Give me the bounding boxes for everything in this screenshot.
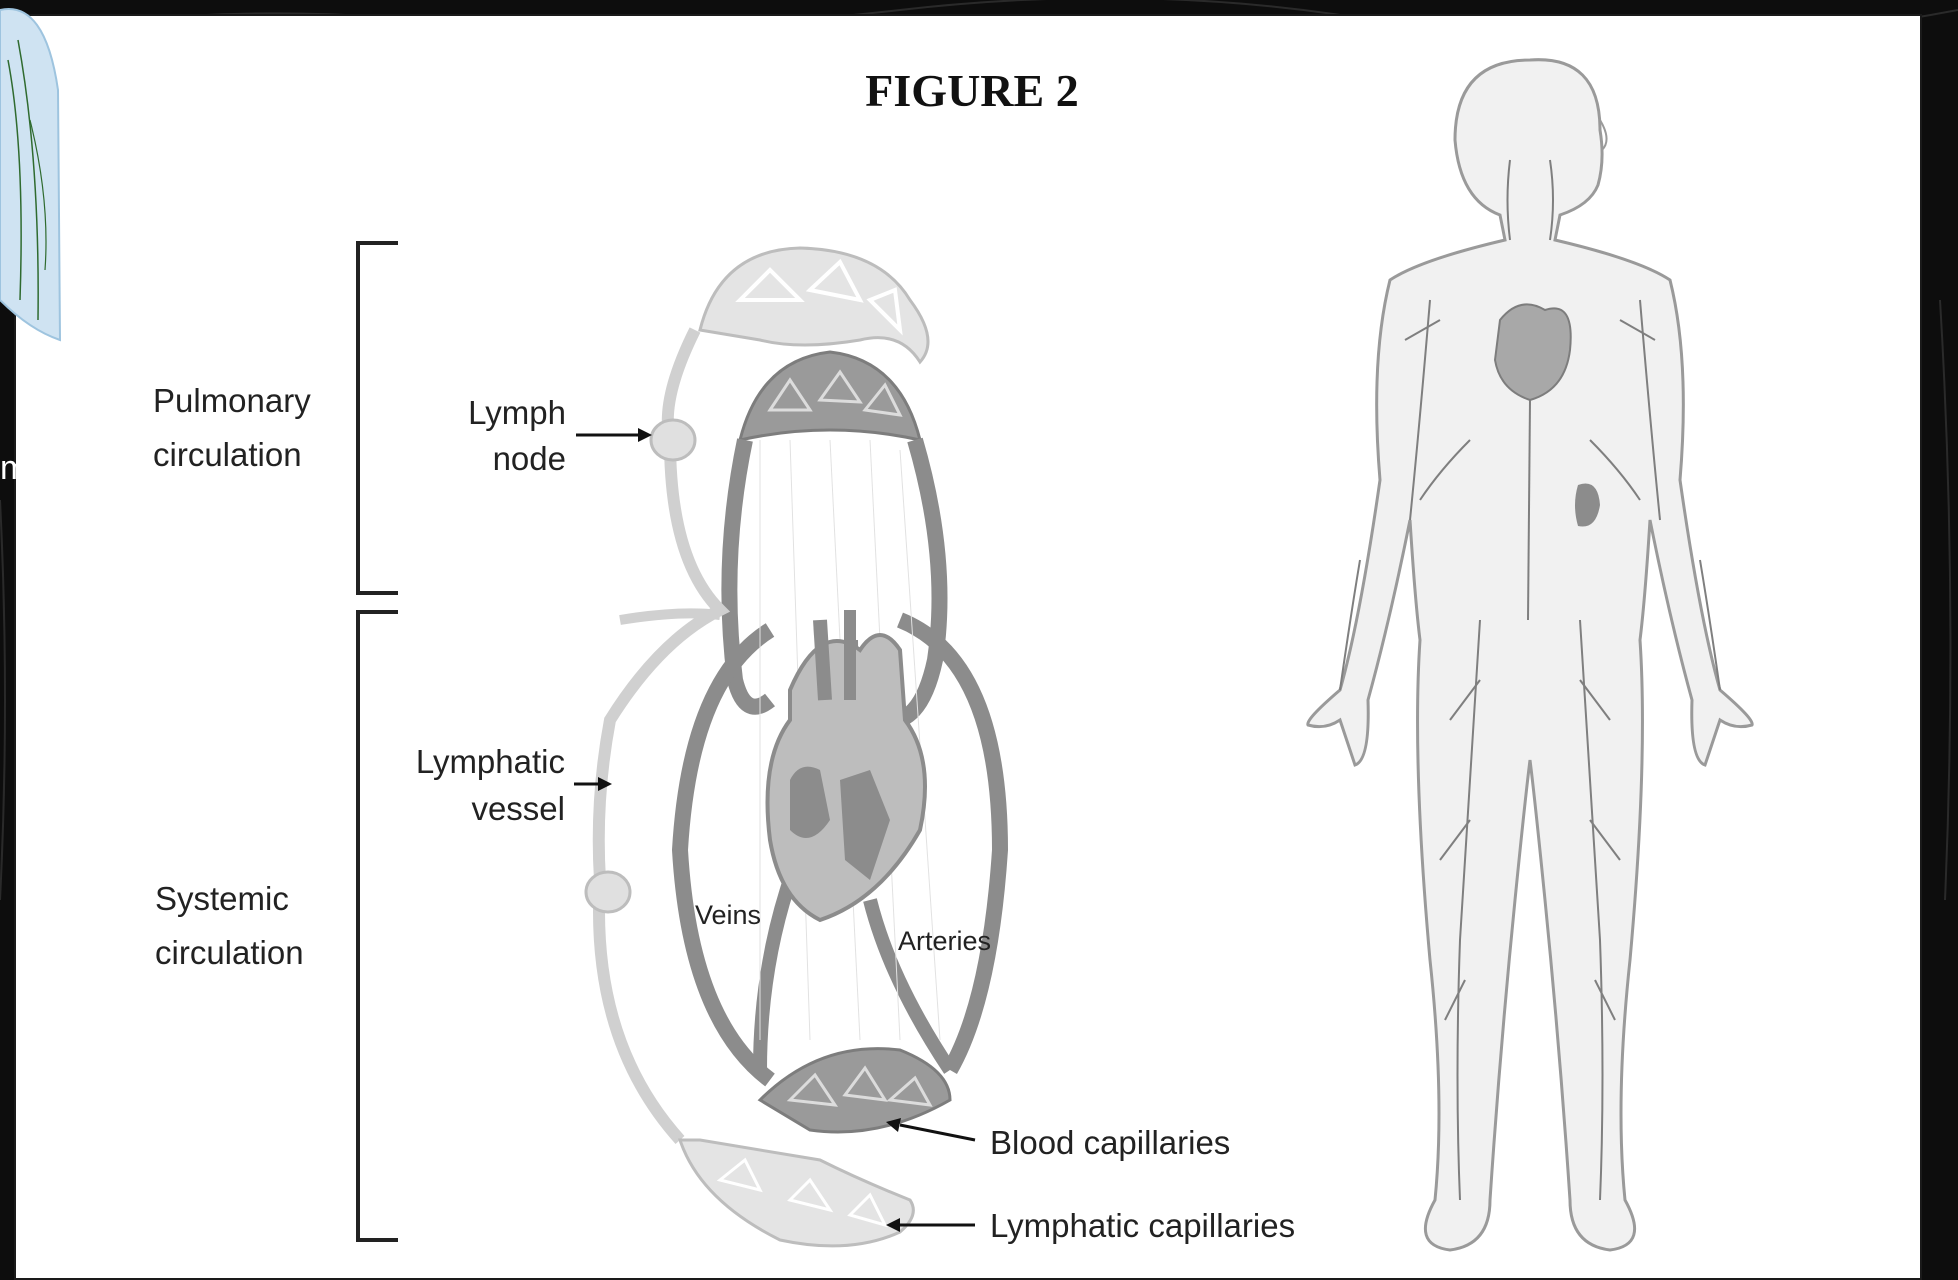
lymphatic-vessel-label-line2: vessel xyxy=(471,790,565,827)
pulmonary-label-line1: Pulmonary xyxy=(153,382,311,419)
circulation-loop-icon xyxy=(586,248,1000,1246)
pulmonary-label-line2: circulation xyxy=(153,436,302,473)
arm-fragment-icon xyxy=(0,9,60,340)
blood-capillaries-arrow xyxy=(886,1118,975,1140)
systemic-label-line1: Systemic xyxy=(155,880,289,917)
pulmonary-bracket xyxy=(358,243,398,593)
clipped-background-text: m xyxy=(0,449,28,487)
lymph-node-label-line1: Lymph xyxy=(468,394,566,431)
lymph-node-arrow xyxy=(576,428,652,442)
lymphatic-capillaries-label: Lymphatic capillaries xyxy=(990,1207,1295,1244)
systemic-label-line2: circulation xyxy=(155,934,304,971)
human-body-lymphatic-icon xyxy=(1308,60,1752,1250)
figure-title: FIGURE 2 xyxy=(865,65,1078,116)
veins-label: Veins xyxy=(695,900,761,930)
lymphatic-vessel-label-line1: Lymphatic xyxy=(416,743,565,780)
systemic-bracket xyxy=(358,612,398,1240)
lymphatic-capillaries-arrow xyxy=(886,1218,975,1232)
lymph-node-label-line2: node xyxy=(493,440,566,477)
heart-icon xyxy=(768,610,926,920)
arteries-label: Arteries xyxy=(898,926,991,956)
blood-capillaries-label: Blood capillaries xyxy=(990,1124,1230,1161)
